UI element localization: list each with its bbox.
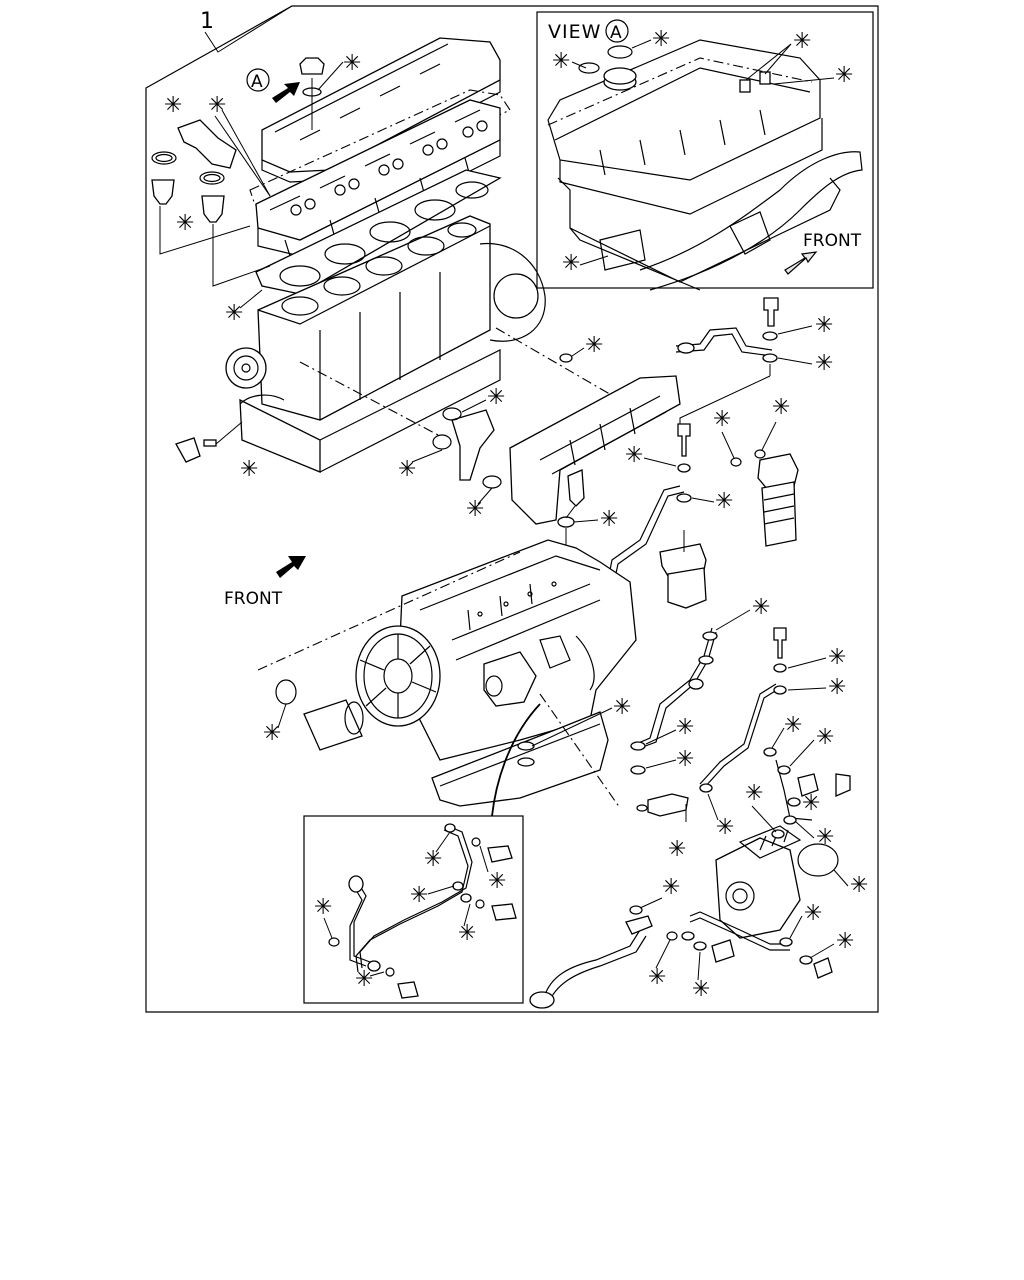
seal-marker-icon: ✳ [343,51,361,76]
seal-marker-icon: ✳ [816,725,834,750]
seal-marker-icon: ✳ [752,595,770,620]
seal-marker-icon: ✳ [410,883,428,908]
seal-marker-icon: ✳ [804,901,822,926]
part-number-label: 1 [200,9,214,34]
seal-marker-icon: ✳ [715,489,733,514]
seal-marker-icon: ✳ [772,395,790,420]
inset-view-a: VIEW A FRONT ✳ ✳ ✳ [536,11,874,291]
seal-marker-icon: ✳ [458,921,476,946]
seal-marker-icon: ✳ [745,781,763,806]
seal-marker-icon: ✳ [784,713,802,738]
seal-marker-icon: ✳ [176,211,194,236]
lower-seal-markers: ✳ ✳ ✳ ✳ ✳ ✳ ✳ ✳ ✳ ✳ ✳ ✳ ✳ ✳ ✳ ✳ ✳ ✳ ✳ ✳ [263,595,868,1002]
seal-marker-icon: ✳ [625,443,643,468]
top-seal-markers: ✳ ✳ ✳ ✳ ✳ ✳ ✳ ✳ ✳ ✳ [164,51,603,522]
seal-marker-icon: ✳ [815,313,833,338]
seal-marker-icon: ✳ [398,457,416,482]
fuel-pipes-and-pump [529,627,851,1009]
seal-marker-icon: ✳ [828,675,846,700]
inset-seal-markers: ✳ ✳ ✳ ✳ ✳ [552,27,853,276]
seal-marker-icon: ✳ [836,929,854,954]
inset-detail-pipes: ✳ ✳ ✳ ✳ ✳ ✳ [303,815,524,1004]
seal-marker-icon: ✳ [828,645,846,670]
mid-seal-markers: ✳ ✳ ✳ ✳ ✳ ✳ ✳ [573,313,833,532]
inset-front-label: FRONT [803,231,862,251]
seal-marker-icon: ✳ [314,895,332,920]
seal-marker-icon: ✳ [676,715,694,740]
seal-marker-icon: ✳ [835,63,853,88]
engine-top-assembly: A [151,37,621,489]
seal-marker-icon: ✳ [240,457,258,482]
view-a-callout-marker: A [251,72,263,92]
inset-view-marker: A [610,23,622,43]
intake-manifold-assembly [509,297,799,609]
seal-marker-icon: ✳ [850,873,868,898]
seal-marker-icon: ✳ [263,721,281,746]
seal-marker-icon: ✳ [676,747,694,772]
inset-view-title: VIEW [548,21,601,43]
seal-marker-icon: ✳ [652,27,670,52]
view-a-callout-icon [246,68,270,92]
seal-marker-icon: ✳ [713,407,731,432]
seal-marker-icon: ✳ [815,351,833,376]
seal-marker-icon: ✳ [552,49,570,74]
seal-marker-icon: ✳ [208,93,226,118]
seal-marker-icon: ✳ [562,251,580,276]
seal-marker-icon: ✳ [648,965,666,990]
seal-marker-icon: ✳ [466,497,484,522]
seal-marker-icon: ✳ [164,93,182,118]
seal-marker-icon: ✳ [585,333,603,358]
seal-marker-icon: ✳ [225,301,243,326]
seal-marker-icon: ✳ [816,825,834,850]
view-a-circle-icon [605,19,629,43]
seal-marker-icon: ✳ [488,869,506,894]
seal-marker-icon: ✳ [802,791,820,816]
seal-marker-icon: ✳ [662,875,680,900]
engine-main-body: FRONT [224,539,637,817]
seal-marker-icon: ✳ [487,385,505,410]
seal-marker-icon: ✳ [355,967,373,992]
seal-marker-icon: ✳ [668,837,686,862]
outer-frame [145,5,879,1013]
seal-marker-icon: ✳ [600,507,618,532]
seal-marker-icon: ✳ [692,977,710,1002]
seal-marker-icon: ✳ [793,29,811,54]
seal-marker-icon: ✳ [613,695,631,720]
seal-marker-icon: ✳ [716,815,734,840]
main-front-label: FRONT [224,589,283,609]
seal-marker-icon: ✳ [424,847,442,872]
